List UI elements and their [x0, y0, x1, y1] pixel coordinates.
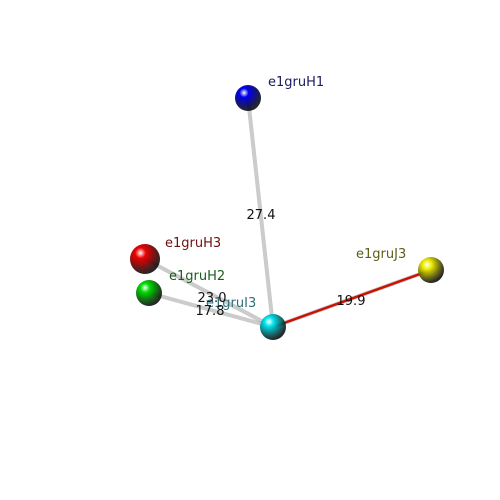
node-e1gruH1[interactable]	[235, 85, 261, 111]
edge-e1gruH3	[143, 257, 275, 329]
node-label-e1gruH3: e1gruH3	[165, 236, 221, 251]
node-label-e1gruJ3: e1gruJ3	[356, 247, 406, 262]
node-label-e1gruI3: e1gruI3	[206, 296, 256, 311]
nodes-layer	[130, 85, 444, 340]
node-e1gruI3[interactable]	[260, 314, 286, 340]
labels-layer: e1gruI3 e1gruH1 e1gruH3 e1gruH2 e1gruJ3 27.4 2…	[165, 75, 406, 319]
node-label-e1gruH1: e1gruH1	[268, 75, 324, 90]
node-e1gruJ3[interactable]	[418, 257, 444, 283]
edge-e1gruH2	[147, 291, 275, 329]
node-e1gruH2[interactable]	[136, 280, 162, 306]
distance-label-e1gruH1: 27.4	[247, 208, 276, 223]
node-label-e1gruH2: e1gruH2	[169, 269, 225, 284]
distance-label-e1gruH2: 17.8	[196, 304, 225, 319]
edge-e1gruJ3	[271, 268, 433, 329]
node-e1gruH3[interactable]	[130, 244, 160, 274]
distance-label-e1gruJ3: 19.9	[337, 294, 366, 309]
edge-line	[147, 291, 275, 329]
edge-line	[271, 268, 433, 329]
edges-layer	[143, 96, 433, 329]
edge-line	[246, 96, 275, 329]
distance-label-e1gruH3: 23.0	[198, 291, 227, 306]
edge-line	[143, 257, 275, 329]
edge-e1gruH1	[246, 96, 275, 329]
